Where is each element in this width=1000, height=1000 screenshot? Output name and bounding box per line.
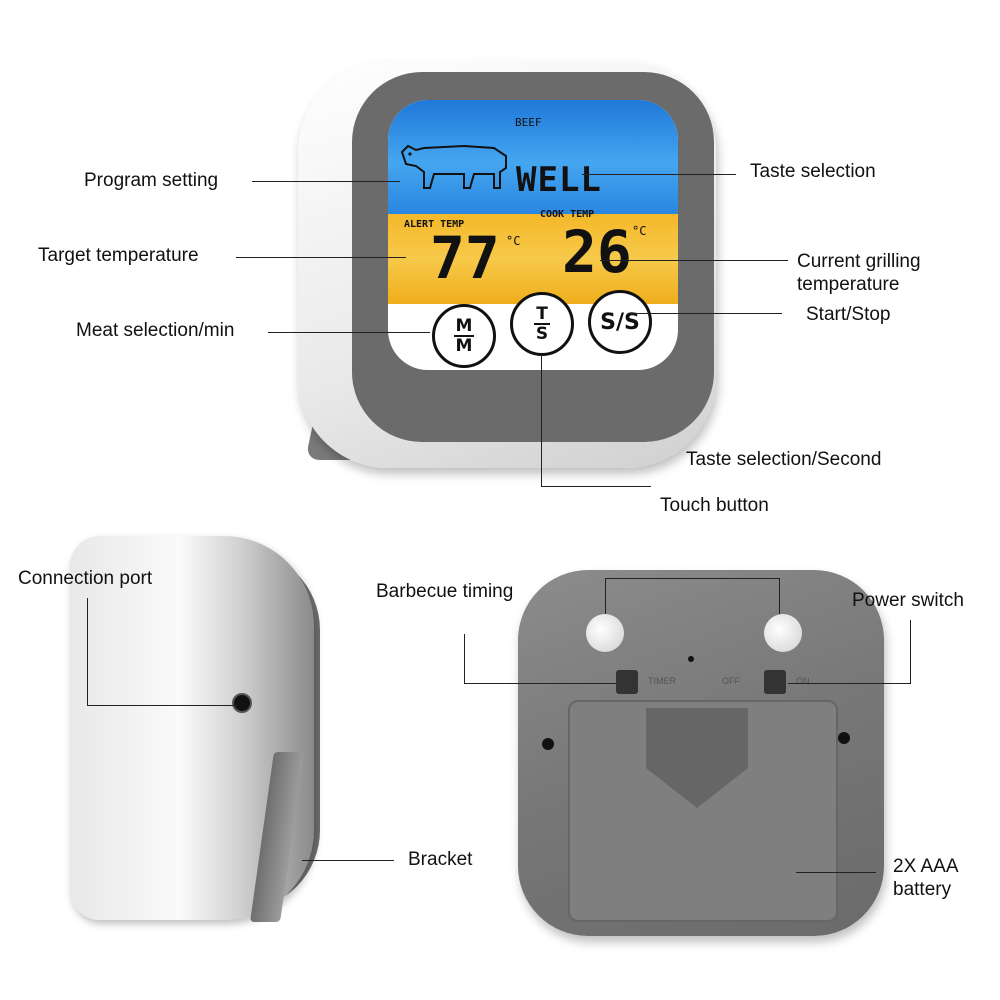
line-bracket — [302, 860, 394, 861]
left-foot-pad — [586, 614, 624, 652]
connection-port — [232, 693, 252, 713]
right-screw — [838, 732, 850, 744]
battery-cover — [568, 700, 838, 922]
label-taste-selection-second: Taste selection/Second — [686, 449, 882, 470]
lcd-temp-panel: ALERT TEMP COOK TEMP 77 °C 26 °C — [388, 209, 678, 304]
label-target-temperature: Target temperature — [38, 245, 199, 266]
start-stop-button[interactable]: S/S — [588, 290, 652, 354]
alert-temp-label: ALERT TEMP — [404, 219, 465, 230]
line-meat-selection — [268, 332, 430, 333]
line-connection-vertical — [87, 598, 88, 706]
line-program-setting — [252, 181, 400, 182]
power-off-label: OFF — [722, 676, 740, 686]
left-screw — [542, 738, 554, 750]
meat-button-top-label: M — [453, 316, 475, 337]
label-battery-2: battery — [893, 879, 952, 900]
taste-selection-button[interactable]: T S — [510, 292, 574, 356]
meat-type-text: BEEF — [515, 116, 542, 129]
label-bracket: Bracket — [408, 849, 473, 870]
power-on-label: ON — [796, 676, 810, 686]
cook-temp-value: 26 — [562, 218, 632, 286]
lcd-top-panel: BEEF WELL — [388, 100, 678, 214]
timer-switch-label: TIMER — [648, 676, 676, 686]
line-power-vertical — [910, 620, 911, 684]
cook-temp-unit: °C — [632, 224, 647, 238]
label-taste-selection: Taste selection — [750, 161, 876, 182]
line-connection-horizontal — [87, 705, 237, 706]
cow-icon — [400, 144, 507, 189]
line-target-temperature — [236, 257, 406, 258]
line-power-horizontal — [788, 683, 910, 684]
line-barbecue-horizontal — [464, 683, 616, 684]
label-connection-port: Connection port — [18, 568, 153, 589]
speaker-hole — [688, 656, 694, 662]
power-switch[interactable] — [764, 670, 786, 694]
line-current-grilling — [600, 260, 788, 261]
label-barbecue-timing: Barbecue timing — [376, 581, 514, 602]
right-foot-pad — [764, 614, 802, 652]
front-device-face: BEEF WELL ALERT TEMP COOK TEMP 77 °C 26 … — [388, 100, 678, 370]
line-touch-vertical — [541, 355, 542, 487]
meat-selection-button[interactable]: M M — [432, 304, 496, 368]
taste-value-text: WELL — [516, 160, 602, 200]
timer-switch[interactable] — [616, 670, 638, 694]
label-start-stop: Start/Stop — [806, 304, 891, 325]
label-battery-1: 2X AAA — [893, 856, 959, 877]
line-taste-selection — [582, 174, 736, 175]
line-start-stop — [628, 313, 782, 314]
label-current-grilling-1: Current grilling — [797, 251, 921, 272]
line-battery — [796, 872, 876, 873]
taste-button-top-label: T — [534, 304, 550, 325]
line-pads-right — [779, 578, 780, 614]
line-touch-horizontal — [541, 486, 651, 487]
label-power-switch: Power switch — [852, 590, 964, 611]
label-meat-selection: Meat selection/min — [76, 320, 235, 341]
label-touch-button: Touch button — [660, 495, 769, 516]
line-pads-left — [605, 578, 606, 614]
label-current-grilling-2: temperature — [797, 274, 900, 295]
alert-temp-value: 77 — [430, 224, 500, 292]
alert-temp-unit: °C — [506, 234, 521, 248]
meat-button-bottom-label: M — [455, 336, 473, 356]
line-barbecue-vertical — [464, 634, 465, 684]
line-pads-top — [605, 578, 779, 579]
label-program-setting: Program setting — [84, 170, 219, 191]
cook-temp-label: COOK TEMP — [540, 209, 595, 220]
taste-button-bottom-label: S — [535, 324, 549, 344]
